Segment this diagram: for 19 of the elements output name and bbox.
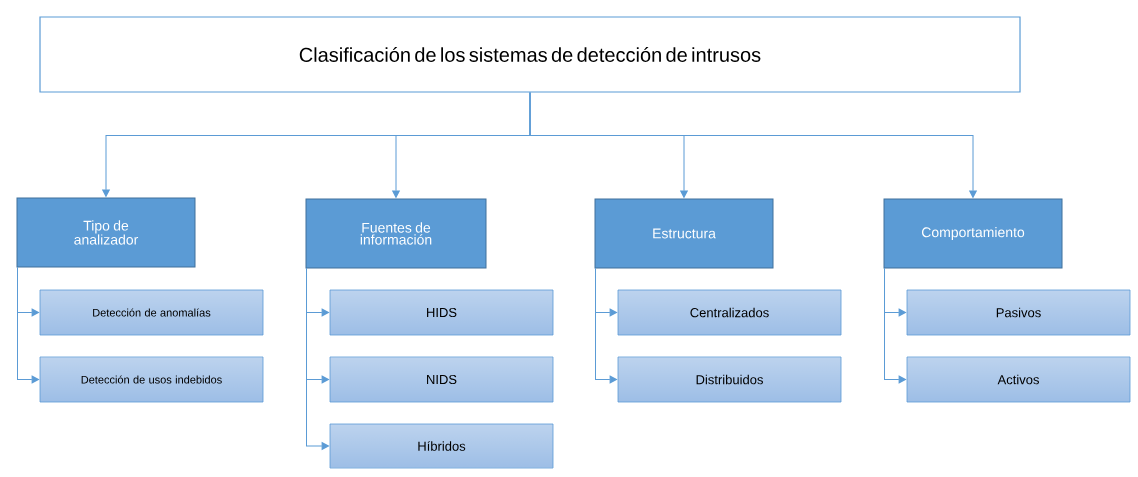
item-box: Distribuidos [617, 356, 842, 403]
item-box: Activos [906, 356, 1131, 403]
title-box: Clasificación de los sistemas de detección de intrusos [39, 16, 1021, 93]
item-box: NIDS [329, 356, 554, 403]
category-box: Estructura [594, 198, 774, 269]
category-box: Fuentes de información [305, 198, 487, 269]
arrow [17, 267, 39, 384]
item-box: HIDS [329, 289, 554, 336]
category-box: Comportamiento [883, 198, 1063, 269]
item-box: Centralizados [617, 289, 842, 336]
item-box: Híbridos [329, 423, 554, 469]
arrow [529, 92, 977, 198]
arrow [306, 268, 329, 450]
item-box: Pasivos [906, 289, 1131, 336]
arrow [884, 268, 906, 384]
arrow [595, 268, 617, 384]
item-box: Detección de usos indebidos [39, 356, 264, 403]
item-box: Detección de anomalías [39, 289, 264, 336]
category-box: Tipo de analizador [16, 197, 196, 268]
